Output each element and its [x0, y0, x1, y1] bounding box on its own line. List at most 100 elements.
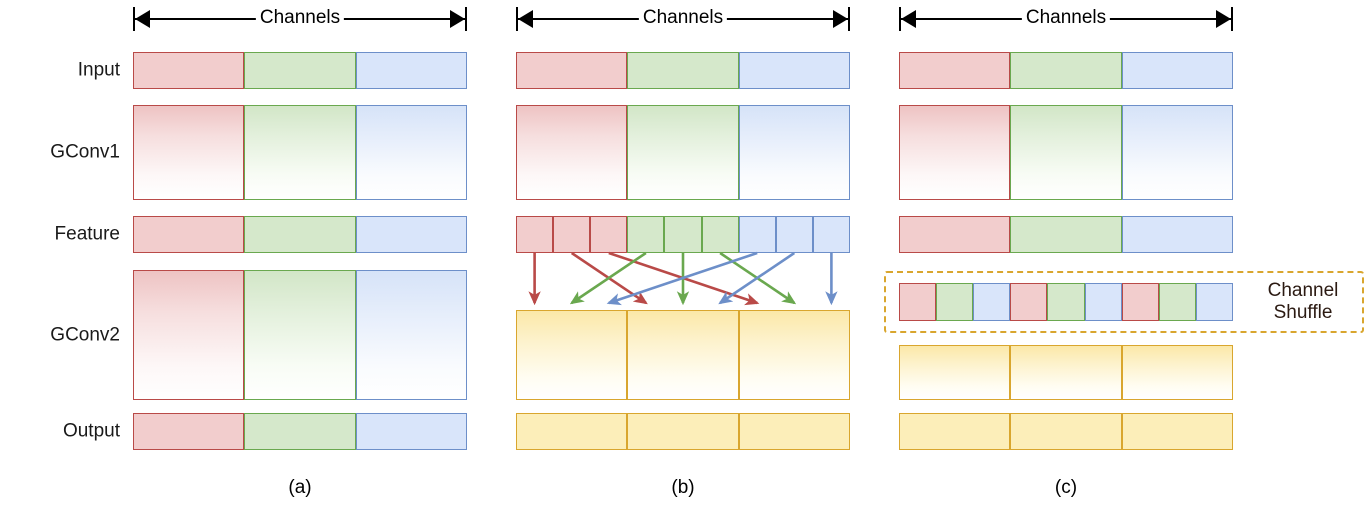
- channel-group-red: [133, 216, 245, 253]
- panel-a-row-gconv2: [133, 270, 467, 400]
- arrow-left-icon: [901, 10, 916, 28]
- channel-cell: [701, 216, 739, 253]
- panel-a-row-gconv1: [133, 105, 467, 200]
- output-group-1: [899, 413, 1011, 450]
- panel-a-row-feature: [133, 216, 467, 253]
- shuffled-cell: [1010, 283, 1048, 321]
- arrow-right-icon: [450, 10, 465, 28]
- channel-group-red: [899, 105, 1011, 200]
- panel-c-row-feature: [899, 216, 1233, 253]
- shuffled-cell: [1121, 283, 1159, 321]
- panel-caption-c: (c): [1054, 477, 1078, 498]
- row-label-gconv1: GConv1: [50, 141, 120, 163]
- panel-c-row-gconv1: [899, 105, 1233, 200]
- channel-group-red: [133, 270, 245, 400]
- row-label-output: Output: [62, 420, 120, 442]
- ruler-cap-right: [848, 7, 850, 31]
- shuffled-cell: [973, 283, 1011, 321]
- channel-group-green: [627, 105, 739, 200]
- conv-group-3: [738, 310, 850, 400]
- channel-cell: [553, 216, 591, 253]
- channel-group-blue: [1121, 105, 1233, 200]
- channel-group-red: [133, 52, 245, 89]
- arrow-right-icon: [833, 10, 848, 28]
- channel-group-red: [899, 216, 1011, 253]
- output-group-2: [627, 413, 739, 450]
- ruler-cap-left: [133, 7, 135, 31]
- ruler-cap-right: [465, 7, 467, 31]
- channel-group-blue: [738, 52, 850, 89]
- channel-cell: [590, 216, 628, 253]
- panel-c-row-output: [899, 413, 1233, 450]
- ruler-cap-right: [1231, 7, 1233, 31]
- panel-c-row-gconv2: [899, 345, 1233, 400]
- channel-group-green: [244, 270, 356, 400]
- channel-cell: [516, 216, 554, 253]
- channel-shuffle-label: Channel Shuffle: [1248, 280, 1358, 324]
- output-group-3: [738, 413, 850, 450]
- channel-group-blue: [355, 52, 467, 89]
- channel-group-red: [516, 216, 628, 253]
- panel-a-row-output: [133, 413, 467, 450]
- ruler-label: Channels: [638, 5, 728, 31]
- shuffled-cell: [899, 283, 937, 321]
- row-label-gconv2: GConv2: [50, 324, 120, 346]
- conv-group-2: [627, 310, 739, 400]
- channel-shuffle-callout: [884, 271, 1364, 333]
- shuffled-cell: [936, 283, 974, 321]
- channel-group-green: [1010, 105, 1122, 200]
- row-label-feature: Feature: [54, 223, 120, 245]
- channel-group-green: [244, 216, 356, 253]
- ruler-label: Channels: [1021, 5, 1111, 31]
- channel-cell: [812, 216, 850, 253]
- channel-cell: [775, 216, 813, 253]
- panel-b-row-gconv1: [516, 105, 850, 200]
- shuffled-cell: [1084, 283, 1122, 321]
- arrow-left-icon: [135, 10, 150, 28]
- channel-group-blue: [355, 413, 467, 450]
- ruler-label: Channels: [255, 5, 345, 31]
- panel-c-shuffled-strip: [899, 283, 1233, 321]
- channels-ruler-a: Channels: [133, 5, 467, 32]
- channel-cell: [664, 216, 702, 253]
- channel-group-red: [516, 105, 628, 200]
- channel-cell: [627, 216, 665, 253]
- shuffled-cell: [1195, 283, 1233, 321]
- conv-group-1: [516, 310, 628, 400]
- channel-group-blue: [1121, 52, 1233, 89]
- shuffled-cell: [1158, 283, 1196, 321]
- channel-shuffle-label-line2: Shuffle: [1273, 302, 1333, 323]
- channel-group-blue: [355, 105, 467, 200]
- channel-group-green: [244, 105, 356, 200]
- conv-group-2: [1010, 345, 1122, 400]
- panel-caption-a: (a): [288, 477, 312, 498]
- channel-group-blue: [355, 270, 467, 400]
- ruler-cap-left: [516, 7, 518, 31]
- channel-cell: [738, 216, 776, 253]
- panel-b-row-feature-subdivided: [516, 216, 850, 253]
- panel-b-row-input: [516, 52, 850, 89]
- channel-group-red: [133, 413, 245, 450]
- arrow-left-icon: [518, 10, 533, 28]
- channel-group-blue: [355, 216, 467, 253]
- panel-caption-b: (b): [671, 477, 695, 498]
- panel-c-row-input: [899, 52, 1233, 89]
- output-group-2: [1010, 413, 1122, 450]
- channel-shuffle-label-line1: Channel: [1267, 280, 1339, 301]
- channels-ruler-b: Channels: [516, 5, 850, 32]
- channel-group-green: [1010, 216, 1122, 253]
- panel-b-row-output: [516, 413, 850, 450]
- conv-group-3: [1121, 345, 1233, 400]
- channel-group-green: [244, 413, 356, 450]
- output-group-1: [516, 413, 628, 450]
- channel-group-green: [627, 52, 739, 89]
- conv-group-1: [899, 345, 1011, 400]
- shuffled-cell: [1047, 283, 1085, 321]
- channel-group-green: [1010, 52, 1122, 89]
- channel-group-green: [244, 52, 356, 89]
- row-label-input: Input: [77, 59, 120, 81]
- arrow-right-icon: [1216, 10, 1231, 28]
- channel-group-green: [627, 216, 739, 253]
- panel-b-row-gconv2: [516, 310, 850, 400]
